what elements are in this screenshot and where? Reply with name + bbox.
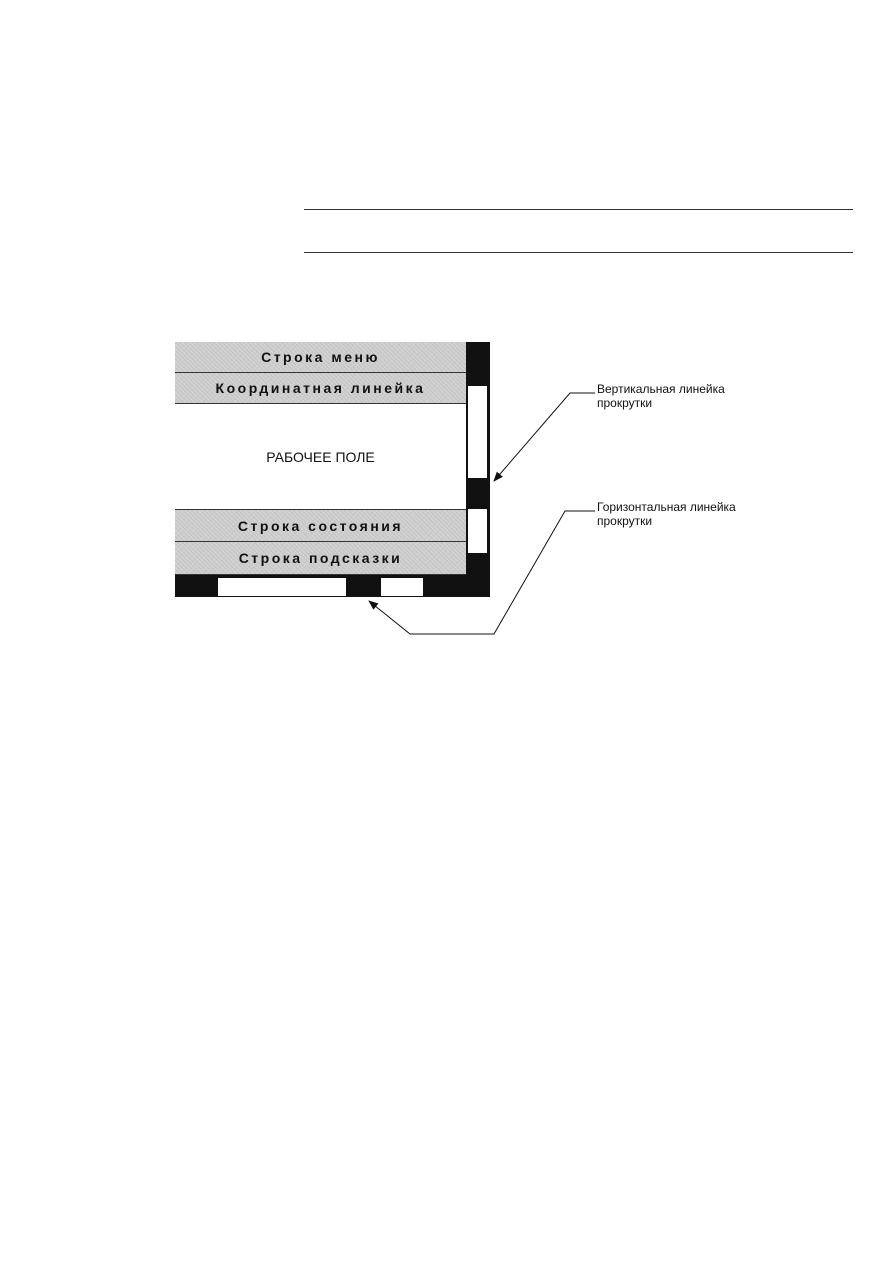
horizontal-scrollbar-track-left	[218, 578, 346, 596]
work-area: РАБОЧЕЕ ПОЛЕ	[175, 404, 466, 510]
vertical-scrollbar-track-upper	[468, 386, 487, 478]
status-bar: Строка состояния	[175, 510, 466, 542]
horizontal-scrollbar-arrow	[368, 510, 595, 635]
horizontal-scrollbar-label: Горизонтальная линейка прокрутки	[597, 500, 736, 528]
editor-window-diagram: Строка меню Координатная линейка РАБОЧЕЕ…	[175, 342, 490, 597]
menu-bar: Строка меню	[175, 342, 466, 373]
coordinate-ruler: Координатная линейка	[175, 373, 466, 404]
horizontal-scrollbar-track-right	[381, 578, 423, 596]
vertical-scrollbar-label: Вертикальная линейка прокрутки	[597, 382, 725, 410]
vertical-scrollbar-track-lower	[468, 509, 487, 553]
vertical-scrollbar-arrow	[493, 392, 595, 482]
hint-bar: Строка подсказки	[175, 542, 466, 575]
rule-line-bottom	[304, 252, 853, 253]
rule-line-top	[304, 209, 853, 210]
